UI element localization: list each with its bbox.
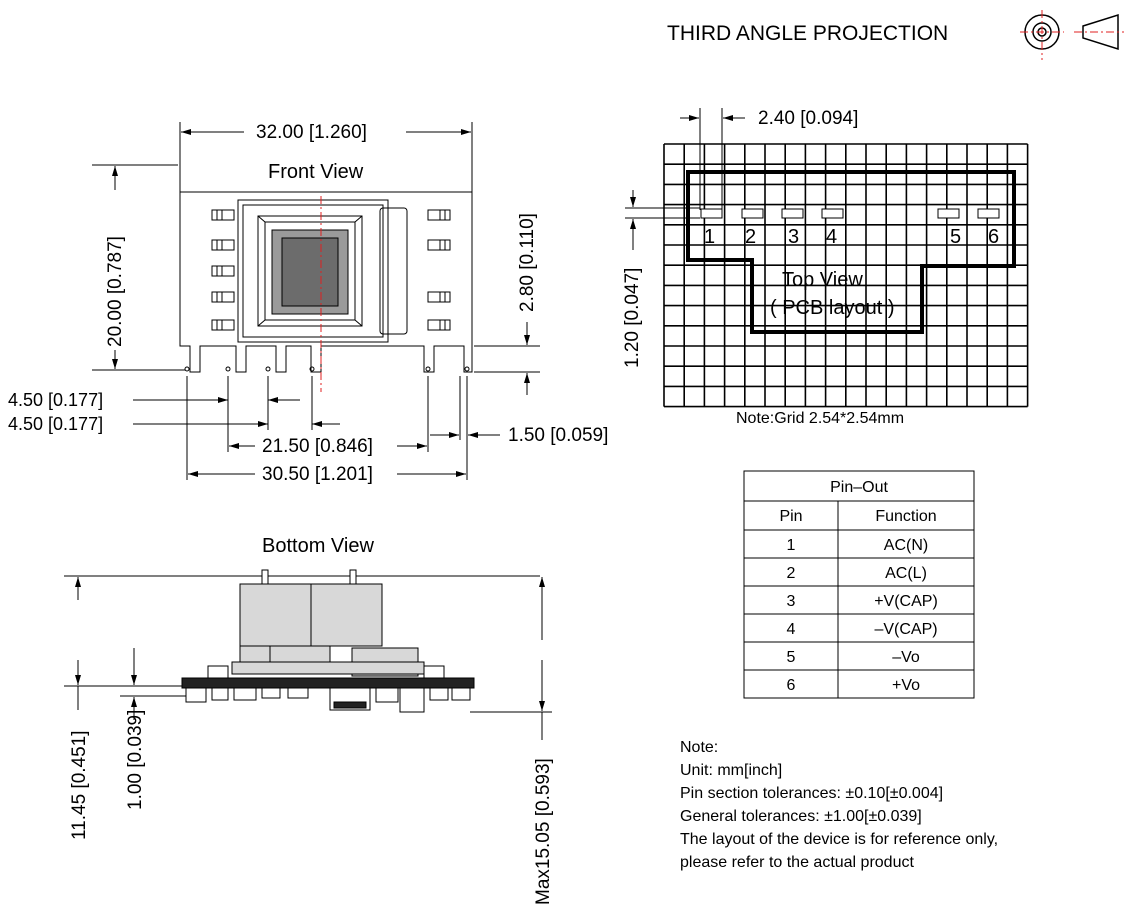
dim-span-outer: 30.50 [1.201]: [262, 464, 373, 485]
dim-overall-width: 32.00 [1.260]: [256, 122, 367, 143]
pinout-cell-pin: 5: [787, 649, 796, 666]
pinout-cell-function: AC(L): [885, 565, 927, 582]
dim-max-height: Max15.05 [0.593]: [533, 758, 554, 905]
dim-body-height: 11.45 [0.451]: [69, 730, 90, 840]
pinout-cell-function: +Vo: [892, 677, 920, 694]
pinout-title: Pin–Out: [830, 479, 888, 496]
top-view-title: Top View: [782, 269, 863, 291]
pinout-cell-function: +V(CAP): [874, 593, 938, 610]
note-line: Pin section tolerances: ±0.10[±0.004]: [680, 785, 943, 802]
dim-pitch-a: 4.50 [0.177]: [8, 390, 103, 410]
dim-height: 20.00 [0.787]: [105, 236, 126, 347]
dim-pad-width: 2.40 [0.094]: [758, 108, 858, 129]
dim-pitch-b: 4.50 [0.177]: [8, 414, 103, 434]
pinout-cell-pin: 4: [787, 621, 796, 638]
pin-label-4: 4: [826, 226, 837, 248]
dim-pad-height: 1.20 [0.047]: [622, 268, 643, 368]
top-view: 1 2 3 4 5 6 2.40 [0.094] 1.20 [0.047] To…: [622, 108, 1029, 427]
pin-label-5: 5: [950, 226, 961, 248]
note-line: General tolerances: ±1.00[±0.039]: [680, 808, 922, 825]
grid-layout: [663, 143, 1029, 408]
projection-block: THIRD ANGLE PROJECTION: [667, 10, 1124, 60]
bottom-view-title: Bottom View: [262, 535, 374, 557]
front-view-title: Front View: [268, 161, 364, 183]
note-line: please refer to the actual product: [680, 854, 914, 871]
note-line: Unit: mm[inch]: [680, 762, 782, 779]
note-line: The layout of the device is for referenc…: [680, 831, 998, 848]
pin-label-2: 2: [745, 226, 756, 248]
pinout-cell-pin: 3: [787, 593, 796, 610]
pinout-cell-pin: 1: [787, 537, 796, 554]
top-view-subtitle: ( PCB layout ): [770, 297, 894, 319]
pinout-cell-function: –V(CAP): [874, 621, 937, 638]
front-view: Front View 32.00 [1.260] 20.00 [0.787]: [8, 122, 608, 485]
pinout-cell-pin: 2: [787, 565, 796, 582]
dim-span-pins: 21.50 [0.846]: [262, 436, 373, 457]
dim-standoff: 1.00 [0.039]: [125, 710, 146, 810]
grid-note: Note:Grid 2.54*2.54mm: [736, 410, 904, 427]
pin-label-6: 6: [988, 226, 999, 248]
pinout-header-pin: Pin: [779, 508, 802, 525]
projection-symbol-icon: [1020, 10, 1124, 60]
pinout-table: Pin–Out Pin Function 1 AC(N) 2 AC(L) 3 +…: [743, 470, 975, 699]
pin-label-1: 1: [704, 226, 715, 248]
bottom-view: Bottom View 11.45 [0.451] 1.00 [0.039] M…: [64, 535, 554, 905]
pinout-cell-function: –Vo: [892, 649, 920, 666]
pinout-header-function: Function: [875, 508, 936, 525]
pinout-cell-pin: 6: [787, 677, 796, 694]
pinout-cell-function: AC(N): [884, 537, 928, 554]
projection-label: THIRD ANGLE PROJECTION: [667, 22, 948, 45]
dim-pin-length: 2.80 [0.110]: [517, 213, 538, 312]
notes-block: Note: Unit: mm[inch] Pin section toleran…: [680, 739, 998, 871]
dim-pin-width: 1.50 [0.059]: [508, 425, 608, 446]
pin-label-3: 3: [788, 226, 799, 248]
note-line: Note:: [680, 739, 718, 756]
